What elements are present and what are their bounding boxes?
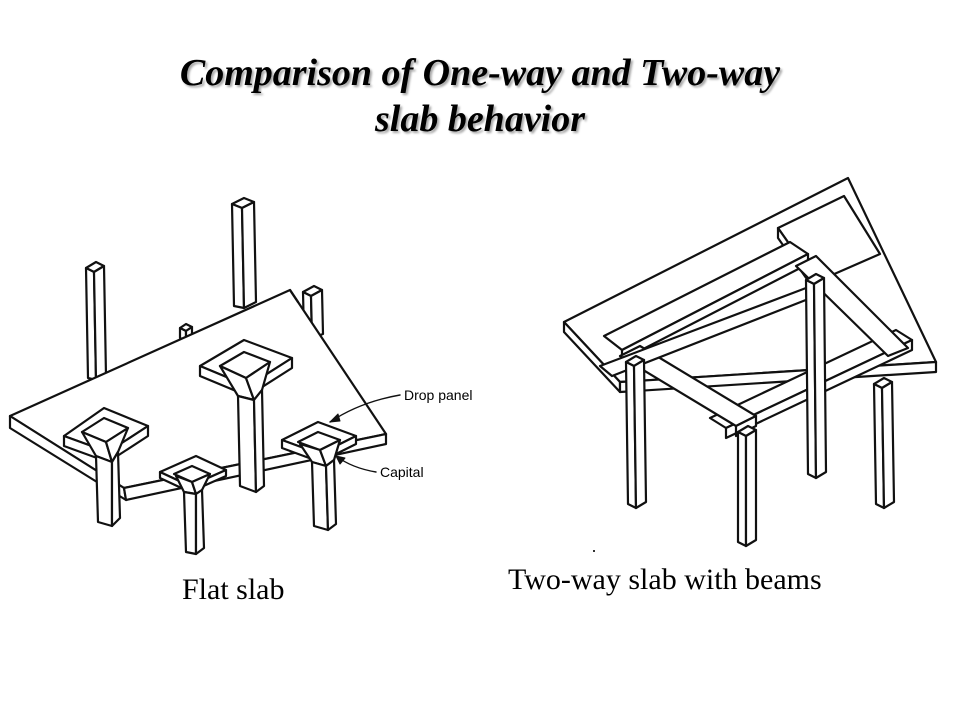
upper-column-center [230,196,258,310]
slide-title-line-1: Comparison of One-way and Two-way [179,52,781,94]
drop-panel-label: Drop panel [404,387,473,403]
upper-column-left [84,260,108,382]
two-way-slab-diagram [560,170,960,550]
flat-slab-caption: Flat slab [182,573,285,606]
column-right [872,376,896,510]
drop-panel-callout: Drop panel [329,387,473,423]
column-with-drop-panel-right [280,420,358,532]
two-way-slab-caption: Two-way slab with beams [508,563,822,596]
column-center-front [736,424,758,548]
capital-label: Capital [380,464,424,480]
stray-mark [593,550,595,552]
slide-title-line-2: slab behavior [374,98,586,140]
column-with-drop-panel-left [62,406,150,528]
column-left-front [624,354,648,510]
column-with-drop-panel-front [158,454,228,556]
column-center-back [804,272,828,480]
slide-title: Comparison of One-way and Two-way slab b… [60,50,900,142]
capital-callout: Capital [335,455,424,480]
flat-slab-diagram: Drop panel Capital [0,190,500,560]
column-with-drop-panel-center [198,338,294,494]
